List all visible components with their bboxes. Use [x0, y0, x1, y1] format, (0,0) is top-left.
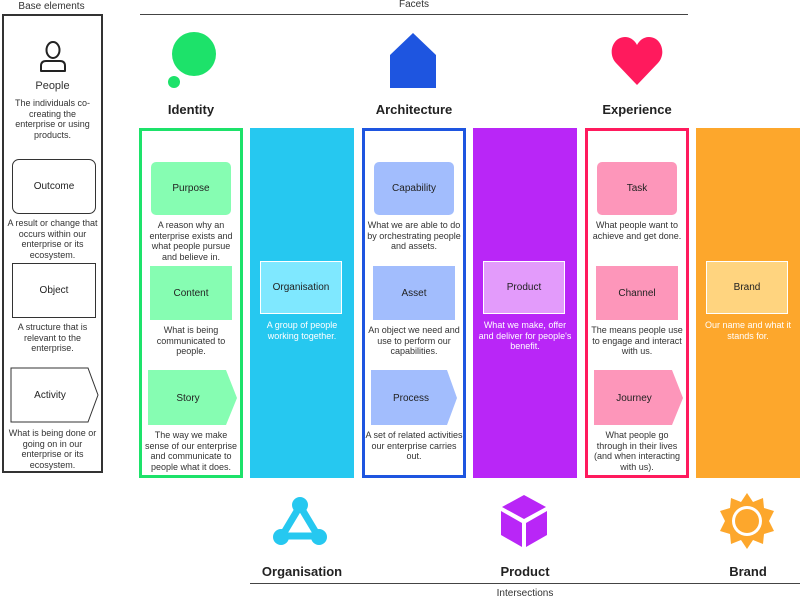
- channel-title: Channel: [618, 287, 656, 299]
- product-title: Product: [500, 564, 550, 579]
- brand-box-title: Brand: [733, 282, 761, 293]
- organisation-column: Organisation A group of people working t…: [250, 128, 354, 478]
- story-title: Story: [176, 392, 200, 404]
- experience-title: Experience: [602, 102, 672, 117]
- network-triangle-icon: [273, 497, 327, 545]
- journey-title: Journey: [616, 392, 652, 404]
- brand-column: Brand Our name and what it stands for.: [696, 128, 800, 478]
- house-icon: [390, 33, 436, 88]
- journey-card: Journey: [594, 370, 684, 426]
- identity-column: Purpose A reason why an enterprise exist…: [139, 128, 243, 478]
- thought-bubble-icon: [168, 32, 216, 88]
- activity-description: What is being done or going on in our en…: [8, 428, 97, 470]
- content-title: Content: [173, 287, 209, 299]
- people-description: The individuals co-creating the enterpri…: [14, 98, 91, 140]
- people-title: People: [35, 80, 70, 92]
- asset-card: Asset: [373, 266, 455, 320]
- product-box-title: Product: [506, 282, 542, 293]
- object-title: Object: [39, 285, 69, 296]
- task-title: Task: [626, 183, 648, 194]
- outcome-description: A result or change that occurs within ou…: [7, 218, 98, 260]
- person-icon: [40, 41, 66, 72]
- purpose-title: Purpose: [172, 183, 210, 194]
- facets-divider: [140, 14, 688, 15]
- process-card: Process: [371, 370, 461, 426]
- content-card: Content: [150, 266, 232, 320]
- process-description: A set of related activities our enterpri…: [365, 430, 463, 461]
- architecture-column: Capability What we are able to do by orc…: [362, 128, 466, 478]
- activity-title: Activity: [34, 389, 66, 401]
- organisation-box: Organisation: [260, 261, 342, 314]
- outcome-title: Outcome: [33, 181, 75, 192]
- story-description: The way we make sense of our enterprise …: [144, 430, 238, 472]
- task-card: Task: [597, 162, 677, 215]
- channel-card: Channel: [596, 266, 678, 320]
- object-description: A structure that is relevant to the ente…: [17, 322, 88, 353]
- purpose-card: Purpose: [151, 162, 231, 215]
- journey-description: What people go through in their lives (a…: [593, 430, 681, 472]
- product-column: Product What we make, offer and deliver …: [473, 128, 577, 478]
- story-card: Story: [148, 370, 238, 426]
- brand-title: Brand: [729, 564, 767, 579]
- process-title: Process: [392, 392, 430, 404]
- asset-title: Asset: [401, 287, 427, 299]
- content-description: What is being communicated to people.: [156, 325, 226, 356]
- activity-shape: Activity: [10, 367, 100, 423]
- cube-icon: [501, 495, 547, 547]
- capability-card: Capability: [374, 162, 454, 215]
- identity-title: Identity: [167, 102, 215, 117]
- experience-column: Task What people want to achieve and get…: [585, 128, 689, 478]
- base-elements-panel: People The individuals co-creating the e…: [2, 14, 103, 473]
- channel-description: The means people use to engage and inter…: [591, 325, 683, 356]
- object-shape: Object: [12, 263, 96, 318]
- task-description: What people want to achieve and get done…: [592, 220, 682, 241]
- brand-description: Our name and what it stands for.: [704, 320, 792, 341]
- base-elements-label: Base elements: [18, 1, 85, 12]
- capability-title: Capability: [392, 183, 436, 194]
- facets-label: Facets: [398, 0, 429, 10]
- organisation-title: Organisation: [261, 564, 343, 579]
- intersections-divider: [250, 583, 800, 584]
- intersections-label: Intersections: [496, 588, 554, 599]
- architecture-title: Architecture: [375, 102, 453, 117]
- heart-icon: [611, 37, 663, 85]
- sun-icon: [720, 493, 774, 549]
- outcome-shape: Outcome: [12, 159, 96, 214]
- product-description: What we make, offer and deliver for peop…: [478, 320, 572, 351]
- organisation-box-title: Organisation: [272, 282, 330, 293]
- purpose-description: A reason why an enterprise exists and wh…: [149, 220, 233, 262]
- brand-box: Brand: [706, 261, 788, 314]
- product-box: Product: [483, 261, 565, 314]
- asset-description: An object we need and use to perform our…: [368, 325, 460, 356]
- capability-description: What we are able to do by orchestrating …: [367, 220, 461, 251]
- organisation-description: A group of people working together.: [266, 320, 338, 341]
